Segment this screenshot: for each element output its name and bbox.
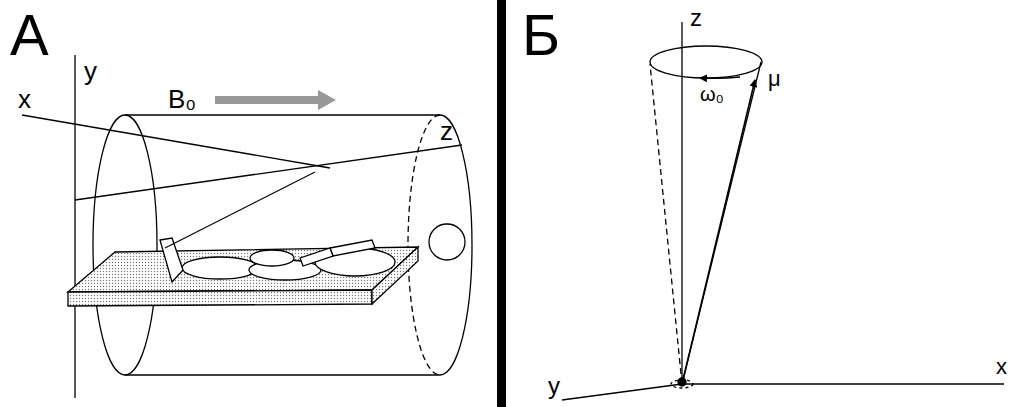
bore-front <box>93 115 157 375</box>
origin-dot <box>678 378 686 386</box>
axis-label: x <box>996 356 1007 378</box>
axis-label: z <box>440 118 453 144</box>
frequency-label: ω₀ <box>700 84 724 104</box>
arm <box>300 248 333 266</box>
patient-table <box>68 247 418 292</box>
axis-label: y <box>548 374 560 398</box>
y-axis <box>74 55 75 398</box>
rotation-arrow <box>700 77 740 78</box>
field-arrow <box>215 90 336 110</box>
precession-circle <box>650 46 762 78</box>
cone-hidden <box>650 64 682 384</box>
cone-edge <box>682 62 761 384</box>
x-axis-hidden <box>165 172 315 248</box>
y-axis <box>562 384 682 400</box>
vector-label: μ <box>768 68 781 90</box>
axis-label: y <box>84 58 97 84</box>
field-label: B₀ <box>168 86 196 112</box>
mri-scanner <box>22 55 472 398</box>
hip <box>250 250 294 266</box>
table-edge <box>68 290 372 306</box>
x-axis <box>682 383 1004 384</box>
arm <box>330 240 375 256</box>
z-axis <box>75 145 462 200</box>
head <box>429 224 465 260</box>
bore-bottom <box>125 374 440 375</box>
leg <box>182 257 258 279</box>
axis-label: z <box>690 6 702 30</box>
magnetic-moment <box>682 80 755 384</box>
panel-letter: А <box>10 6 49 64</box>
divider <box>497 0 506 407</box>
panel-letter: Б <box>522 6 560 64</box>
axis-label: x <box>18 86 31 112</box>
bore-top <box>125 114 440 115</box>
precession-figure <box>562 22 1004 400</box>
x-axis <box>22 115 330 168</box>
